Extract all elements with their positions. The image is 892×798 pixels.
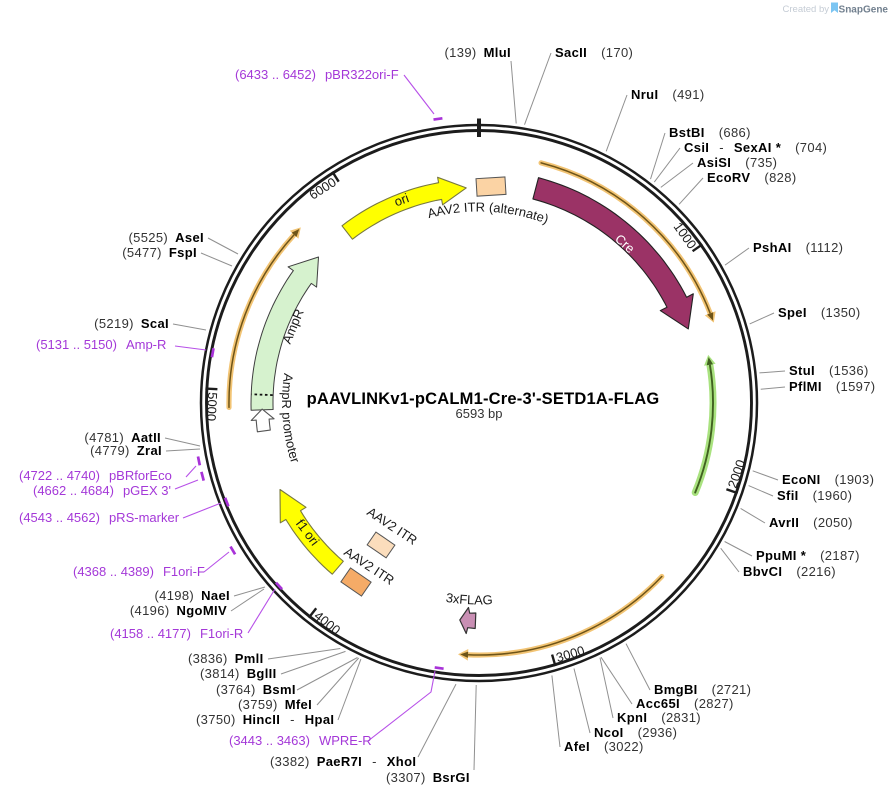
svg-text:(4198)NaeI: (4198)NaeI	[154, 588, 230, 603]
svg-text:(4158 .. 4177)F1ori-R: (4158 .. 4177)F1ori-R	[110, 626, 243, 641]
svg-text:(4781)AatII: (4781)AatII	[84, 430, 161, 445]
svg-text:SacII(170): SacII(170)	[555, 45, 633, 60]
svg-text:(4722 .. 4740)pBRforEco: (4722 .. 4740)pBRforEco	[19, 468, 172, 483]
svg-text:(5131 .. 5150)Amp-R: (5131 .. 5150)Amp-R	[36, 337, 166, 352]
svg-text:6593 bp: 6593 bp	[456, 406, 503, 421]
svg-text:AvrII(2050): AvrII(2050)	[769, 515, 853, 530]
svg-text:(3307)BsrGI: (3307)BsrGI	[386, 770, 470, 785]
svg-text:StuI(1536): StuI(1536)	[789, 363, 869, 378]
svg-text:(4779)ZraI: (4779)ZraI	[90, 443, 162, 458]
svg-text:KpnI(2831): KpnI(2831)	[617, 710, 701, 725]
svg-text:(3443 .. 3463)WPRE-R: (3443 .. 3463)WPRE-R	[229, 733, 372, 748]
svg-text:PshAI(1112): PshAI(1112)	[753, 240, 843, 255]
svg-text:SfiI(1960): SfiI(1960)	[777, 488, 852, 503]
svg-text:AfeI(3022): AfeI(3022)	[564, 739, 644, 754]
svg-text:BbvCI(2216): BbvCI(2216)	[743, 564, 836, 579]
svg-text:NcoI(2936): NcoI(2936)	[594, 725, 677, 740]
svg-text:(139)MluI: (139)MluI	[444, 45, 511, 60]
svg-text:Created by: Created by	[783, 4, 830, 15]
svg-text:(5525)AseI: (5525)AseI	[128, 230, 204, 245]
svg-text:PflMI(1597): PflMI(1597)	[789, 379, 876, 394]
svg-text:(4368 .. 4389)F1ori-F: (4368 .. 4389)F1ori-F	[73, 564, 205, 579]
svg-text:NruI(491): NruI(491)	[631, 87, 705, 102]
svg-text:5000: 5000	[204, 392, 221, 422]
svg-text:(3836)PmlI: (3836)PmlI	[188, 651, 264, 666]
svg-text:(3382)PaeR7I - XhoI: (3382)PaeR7I - XhoI	[270, 754, 416, 769]
svg-text:(3759)MfeI: (3759)MfeI	[238, 697, 312, 712]
svg-text:(4662 .. 4684)pGEX 3': (4662 .. 4684)pGEX 3'	[33, 483, 171, 498]
svg-text:(6433 .. 6452)pBR322ori-F: (6433 .. 6452)pBR322ori-F	[235, 67, 399, 82]
svg-text:(5477)FspI: (5477)FspI	[122, 245, 197, 260]
svg-text:ori: ori	[392, 190, 411, 209]
svg-text:EcoNI(1903): EcoNI(1903)	[782, 472, 874, 487]
svg-text:(3750)HincII - HpaI: (3750)HincII - HpaI	[196, 712, 334, 727]
svg-text:SnapGene: SnapGene	[839, 5, 889, 16]
svg-text:pAAVLINKv1-pCALM1-Cre-3'-SETD1: pAAVLINKv1-pCALM1-Cre-3'-SETD1A-FLAG	[307, 390, 660, 408]
svg-text:CsiI - SexAI *(704): CsiI - SexAI *(704)	[684, 140, 827, 155]
svg-text:(4543 .. 4562)pRS-marker: (4543 .. 4562)pRS-marker	[19, 510, 180, 525]
svg-text:PpuMI *(2187): PpuMI *(2187)	[756, 548, 860, 563]
svg-text:BmgBI(2721): BmgBI(2721)	[654, 682, 751, 697]
svg-text:EcoRV(828): EcoRV(828)	[707, 170, 797, 185]
svg-text:SpeI(1350): SpeI(1350)	[778, 305, 861, 320]
svg-text:AsiSI(735): AsiSI(735)	[697, 155, 777, 170]
svg-text:(3764)BsmI: (3764)BsmI	[216, 682, 296, 697]
svg-text:(5219)ScaI: (5219)ScaI	[94, 316, 169, 331]
svg-text:Acc65I(2827): Acc65I(2827)	[636, 696, 734, 711]
svg-text:BstBI(686): BstBI(686)	[669, 125, 751, 140]
svg-text:(4196)NgoMIV: (4196)NgoMIV	[130, 603, 227, 618]
svg-text:(3814)BglII: (3814)BglII	[200, 666, 277, 681]
svg-text:3xFLAG: 3xFLAG	[445, 590, 493, 608]
